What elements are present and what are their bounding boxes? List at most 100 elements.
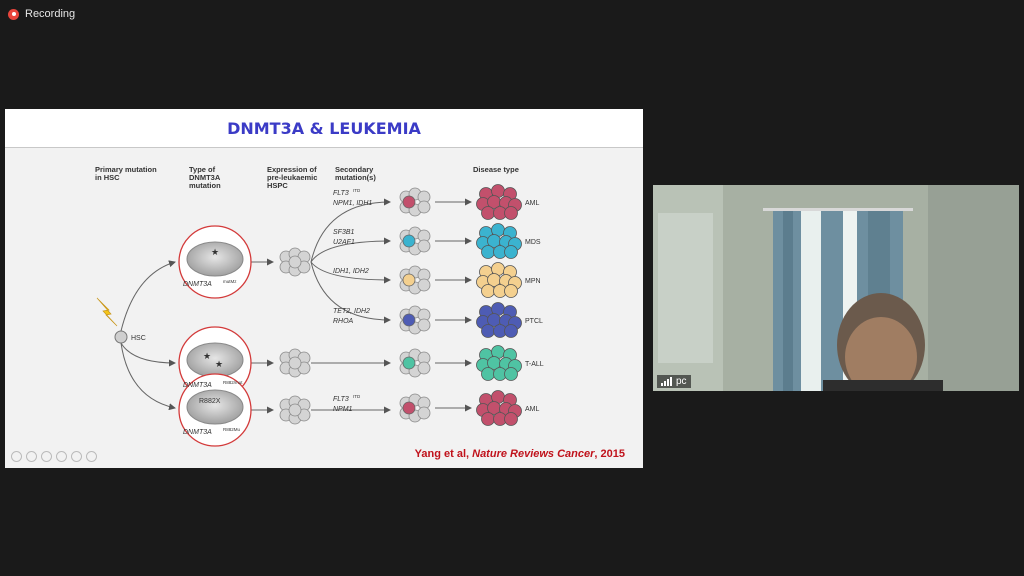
secondary-mutation: FLT3 xyxy=(333,396,349,403)
header-primary-mutation: in HSC xyxy=(95,173,120,182)
pre-leukemic-cluster xyxy=(417,239,431,253)
header-expression: Expression of xyxy=(267,165,317,174)
hsc-cell xyxy=(114,330,128,344)
camera-feed xyxy=(653,185,1019,391)
header-mutation-type: mutation xyxy=(189,181,221,190)
pre-leukemic-cluster-mutant xyxy=(402,234,416,248)
disease-cluster xyxy=(504,206,518,220)
zoom-icon[interactable] xyxy=(71,451,82,462)
disease-label: AML xyxy=(525,200,540,207)
prev-slide-icon[interactable] xyxy=(11,451,22,462)
pre-leukemic-cluster xyxy=(417,278,431,292)
more-options-icon[interactable] xyxy=(86,451,97,462)
secondary-mutation: NPM1, IDH1 xyxy=(333,200,372,207)
branch-line xyxy=(120,260,176,332)
citation-prefix: Yang et al, xyxy=(414,448,473,460)
disease-label: AML xyxy=(525,406,540,413)
citation-journal: Nature Reviews Cancer xyxy=(472,448,595,460)
header-expression: pre-leukaemic xyxy=(267,173,317,182)
disease-cluster xyxy=(504,284,518,298)
lightning-icon xyxy=(96,297,118,327)
header-secondary-mutation: Secondary xyxy=(335,165,374,174)
next-slide-icon[interactable] xyxy=(26,451,37,462)
hsc-label: HSC xyxy=(131,335,146,342)
mutation-type-label: DNMT3A xyxy=(183,429,212,436)
pre-leukemic-cluster-mutant xyxy=(402,401,416,415)
secondary-mutation: IDH1, IDH2 xyxy=(333,268,369,275)
hspc-cluster xyxy=(288,356,302,370)
disease-cluster xyxy=(481,367,495,381)
header-disease-type: Disease type xyxy=(473,165,519,174)
mutation-star: ★ xyxy=(203,351,211,361)
citation: Yang et al, Nature Reviews Cancer, 2015 xyxy=(415,448,625,460)
secondary-mutation: RHOA xyxy=(333,318,354,325)
disease-cluster xyxy=(504,412,518,426)
disease-cluster xyxy=(481,245,495,259)
pre-leukemic-cluster xyxy=(417,200,431,214)
disease-cluster xyxy=(504,324,518,338)
chromosome-oval xyxy=(186,241,244,277)
hspc-cluster xyxy=(288,403,302,417)
disease-label: T-ALL xyxy=(525,361,544,368)
mutation-star: ★ xyxy=(215,359,223,369)
slide-header: DNMT3A & LEUKEMIA xyxy=(5,109,643,148)
pre-leukemic-cluster xyxy=(417,406,431,420)
disease-cluster xyxy=(481,206,495,220)
slide-title: DNMT3A & LEUKEMIA xyxy=(227,119,421,138)
branch-line xyxy=(120,342,176,411)
pre-leukemic-cluster-mutant xyxy=(402,356,416,370)
slide-navigation[interactable] xyxy=(11,451,97,462)
recording-icon xyxy=(8,8,19,20)
mutation-superscript: R882Mu xyxy=(223,427,241,432)
fan-arrow xyxy=(310,198,391,263)
disease-cluster xyxy=(504,367,518,381)
participant-name-tag: pc xyxy=(657,375,691,388)
slides-grid-icon[interactable] xyxy=(56,451,67,462)
signal-strength-icon xyxy=(661,377,672,386)
header-expression: HSPC xyxy=(267,181,288,190)
pen-tool-icon[interactable] xyxy=(41,451,52,462)
fan-arrow xyxy=(310,261,391,324)
disease-cluster xyxy=(481,412,495,426)
pre-leukemic-cluster xyxy=(417,318,431,332)
pre-leukemic-cluster-mutant xyxy=(402,195,416,209)
mutation-superscript: mutMz xyxy=(223,279,237,284)
fan-arrow xyxy=(310,237,391,263)
header-mutation-type: DNMT3A xyxy=(189,173,221,182)
disease-label: MPN xyxy=(525,278,541,285)
mutation-type-label: DNMT3A xyxy=(183,382,212,389)
mutation-star: ★ xyxy=(211,247,219,257)
citation-suffix: , 2015 xyxy=(594,448,625,460)
header-secondary-mutation: mutation(s) xyxy=(335,173,376,182)
branch-line xyxy=(120,342,176,367)
mutation-superscript: R882/mut xyxy=(223,380,243,385)
hspc-cluster xyxy=(288,255,302,269)
pre-leukemic-cluster xyxy=(417,361,431,375)
disease-cluster xyxy=(481,284,495,298)
disease-label: MDS xyxy=(525,239,541,246)
participant-name: pc xyxy=(676,376,687,387)
recording-indicator[interactable]: Recording xyxy=(8,8,75,20)
disease-label: PTCL xyxy=(525,318,543,325)
secondary-mutation: TET2, IDH2 xyxy=(333,308,370,315)
participant-video[interactable]: pc xyxy=(653,185,1019,391)
chromosome-oval xyxy=(186,389,244,425)
recording-label: Recording xyxy=(25,8,76,20)
disease-cluster xyxy=(481,324,495,338)
pre-leukemic-cluster-mutant xyxy=(402,273,416,287)
header-primary-mutation: Primary mutation xyxy=(95,165,157,174)
fan-arrow xyxy=(310,261,391,284)
header-mutation-type: Type of xyxy=(189,165,216,174)
secondary-mutation: FLT3 xyxy=(333,190,349,197)
secondary-mutation: NPM1 xyxy=(333,406,353,413)
secondary-mutation: U2AF1 xyxy=(333,239,355,246)
mutation-type-label: DNMT3A xyxy=(183,281,212,288)
disease-cluster xyxy=(504,245,518,259)
secondary-superscript: ITD xyxy=(353,394,361,399)
r882-label: R882X xyxy=(199,398,221,405)
pre-leukemic-cluster-mutant xyxy=(402,313,416,327)
secondary-mutation: SF3B1 xyxy=(333,229,355,236)
